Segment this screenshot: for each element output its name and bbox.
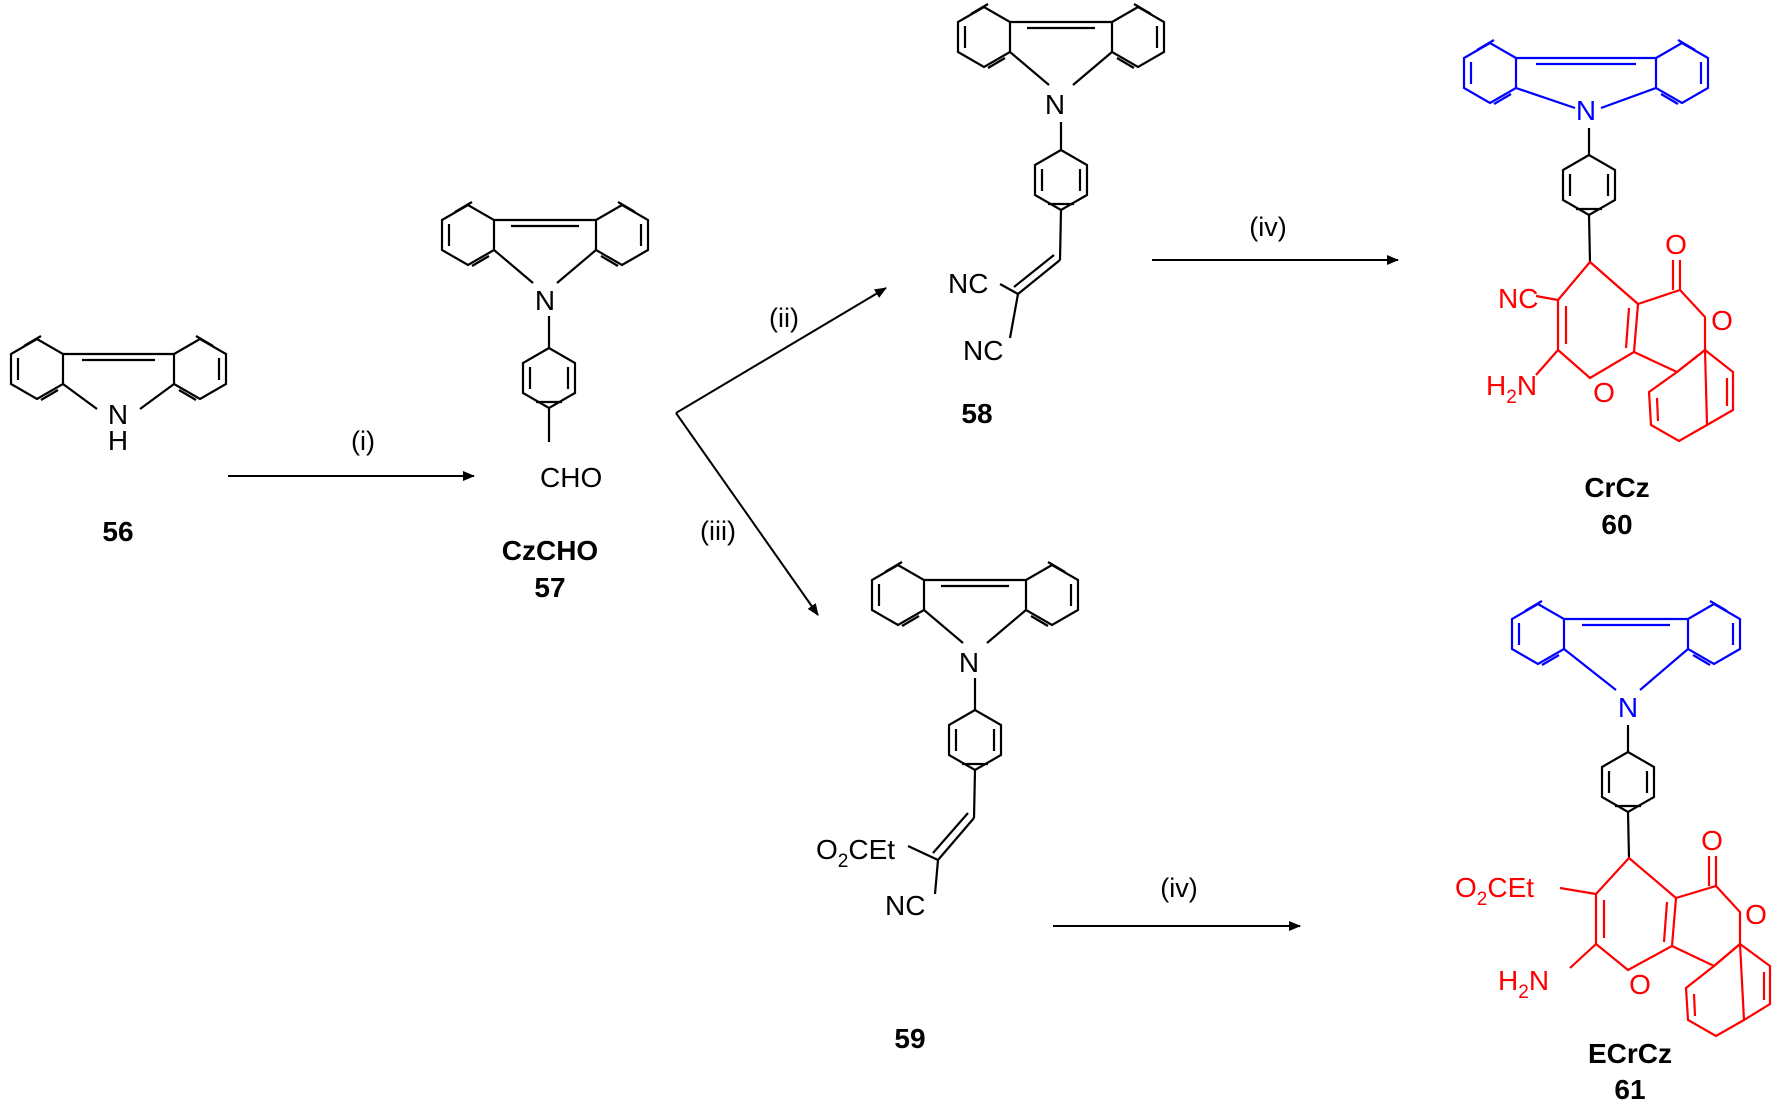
- compound-label-58: 58: [961, 398, 992, 429]
- condition-i: (i): [351, 426, 375, 456]
- atom-58-n: N: [1045, 89, 1065, 120]
- atom-61-nh2: H2N: [1498, 965, 1549, 1003]
- compound-label-59: 59: [894, 1023, 925, 1054]
- atom-57-n: N: [535, 285, 555, 316]
- atom-58-nc1: NC: [948, 268, 988, 299]
- atom-56-n: N: [108, 399, 128, 430]
- compound-61-pyranochromene: [1559, 856, 1772, 1038]
- condition-iv-top: (iv): [1249, 212, 1286, 242]
- compound-60-pyranochromene: [1535, 260, 1735, 443]
- atom-59-ester: O2CEt: [816, 834, 895, 872]
- atom-61-carbonyl-o: O: [1701, 825, 1723, 856]
- compound-label-56: 56: [102, 516, 133, 547]
- atom-59-n: N: [959, 647, 979, 678]
- atom-57-cho: CHO: [540, 462, 602, 493]
- compound-60-carbazole: [1462, 39, 1710, 110]
- compound-57: [440, 201, 650, 442]
- atom-59-nc: NC: [885, 890, 925, 921]
- compound-label-61: 61: [1614, 1074, 1645, 1105]
- atom-60-nh2: H2N: [1486, 370, 1537, 408]
- atom-61-ester: O2CEt: [1455, 872, 1534, 910]
- atom-58-nc2: NC: [963, 335, 1003, 366]
- compound-59: [870, 561, 1080, 895]
- condition-iv-bottom: (iv): [1160, 873, 1197, 903]
- condition-iii: (iii): [700, 516, 736, 546]
- compound-label-57: 57: [534, 572, 565, 603]
- atom-61-ring-o: O: [1629, 969, 1651, 1000]
- compound-58: [956, 3, 1166, 339]
- condition-ii: (ii): [769, 303, 799, 333]
- compound-61-carbazole: [1510, 600, 1742, 691]
- compound-name-57: CzCHO: [502, 535, 598, 566]
- arrow-iii: [675, 412, 819, 616]
- atom-61-lactone-o: O: [1745, 899, 1767, 930]
- compound-60-linker: [1561, 128, 1617, 263]
- atom-61-n: N: [1618, 692, 1638, 723]
- compound-name-61: ECrCz: [1588, 1038, 1672, 1069]
- compound-61-linker: [1600, 725, 1656, 859]
- compound-56: [9, 335, 228, 410]
- atom-60-n: N: [1576, 95, 1596, 126]
- compound-name-60: CrCz: [1584, 472, 1649, 503]
- atom-60-lactone-o: O: [1711, 305, 1733, 336]
- atom-60-ring-o: O: [1593, 377, 1615, 408]
- atom-60-carbonyl-o: O: [1665, 229, 1687, 260]
- atom-56-h: H: [108, 425, 128, 456]
- arrow-ii: [675, 287, 887, 414]
- atom-60-nc: NC: [1498, 283, 1538, 314]
- compound-label-60: 60: [1601, 509, 1632, 540]
